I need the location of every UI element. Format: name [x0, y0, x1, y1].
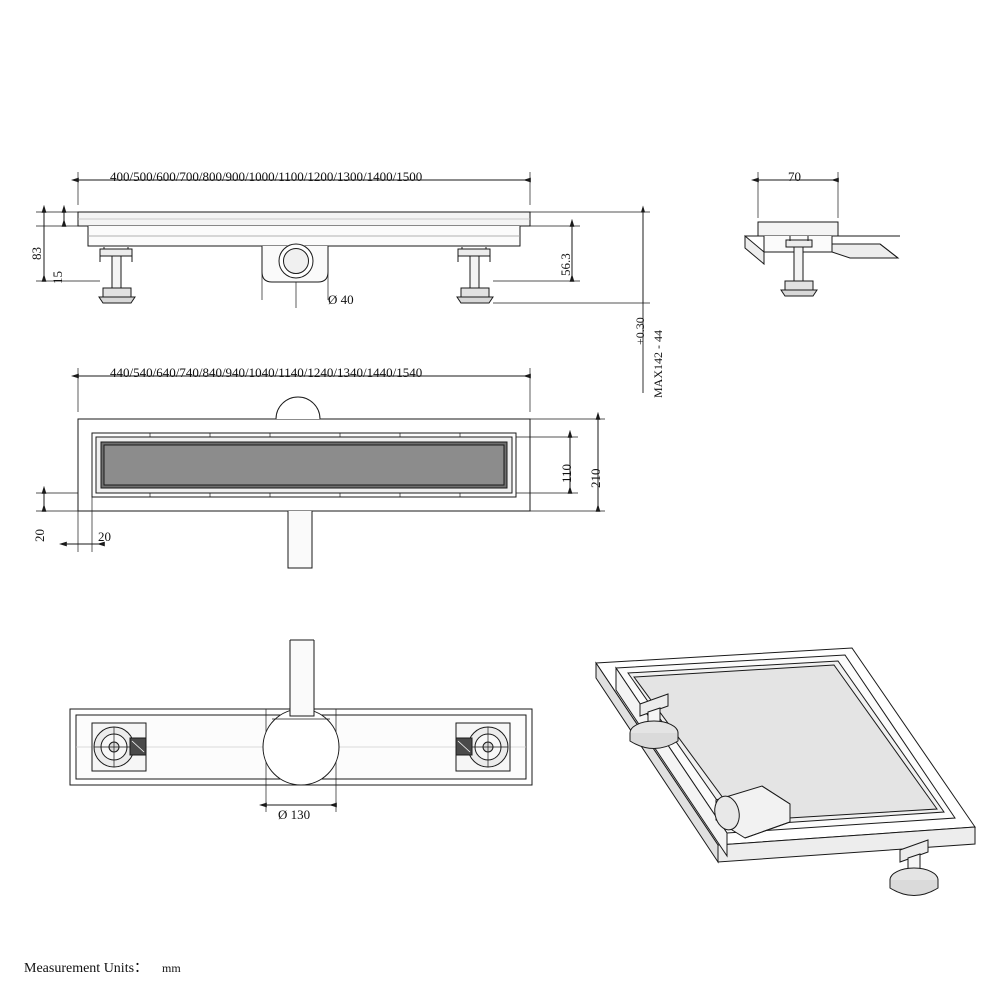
dim-label-flange-length: 440/540/640/740/840/940/1040/1140/1240/1… — [110, 365, 423, 380]
dim-label-tolerance: +0.30 — [633, 317, 647, 345]
dim-flange-length — [70, 368, 531, 412]
dim-label-grate-width-110: 110 — [559, 463, 574, 483]
top-plan-geometry — [77, 396, 531, 569]
side-elevation-geometry — [744, 221, 900, 297]
isometric-geometry — [595, 647, 976, 896]
dim-width-110-210 — [516, 411, 605, 512]
dim-label-height-56-3: 56.3 — [558, 253, 573, 276]
front-elevation-geometry — [77, 211, 531, 304]
dim-label-trap-diameter-130: Ø 130 — [278, 807, 311, 822]
dim-label-max-height: MAX142 - 44 — [651, 330, 665, 398]
dim-label-height-83: 83 — [29, 247, 44, 260]
dim-label-overall-length: 400/500/600/700/800/900/1000/1100/1200/1… — [110, 169, 423, 184]
dim-offsets-20 — [36, 485, 105, 552]
dim-label-outlet-diameter-40: Ø 40 — [328, 292, 354, 307]
measurement-units-note: Measurement Units： mm — [24, 957, 181, 977]
measurement-units-value: mm — [162, 961, 181, 975]
dim-overall-length — [70, 172, 531, 205]
dim-height-56-3 — [493, 218, 580, 282]
dim-label-body-width-210: 210 — [588, 468, 603, 489]
dim-outlet-diameter-40 — [261, 246, 329, 308]
measurement-units-label: Measurement Units： — [24, 961, 149, 976]
dim-trap-diameter-130 — [258, 785, 337, 812]
dim-label-offset-20-vertical: 20 — [32, 529, 47, 542]
bottom-plan-geometry — [69, 639, 533, 786]
dim-label-side-width-70: 70 — [788, 169, 801, 184]
dim-label-height-15: 15 — [50, 271, 65, 284]
dim-height-83-15 — [36, 204, 100, 282]
dim-max-height — [493, 205, 650, 393]
dim-label-offset-20-horizontal: 20 — [98, 529, 111, 544]
dim-side-width-70 — [750, 172, 839, 218]
